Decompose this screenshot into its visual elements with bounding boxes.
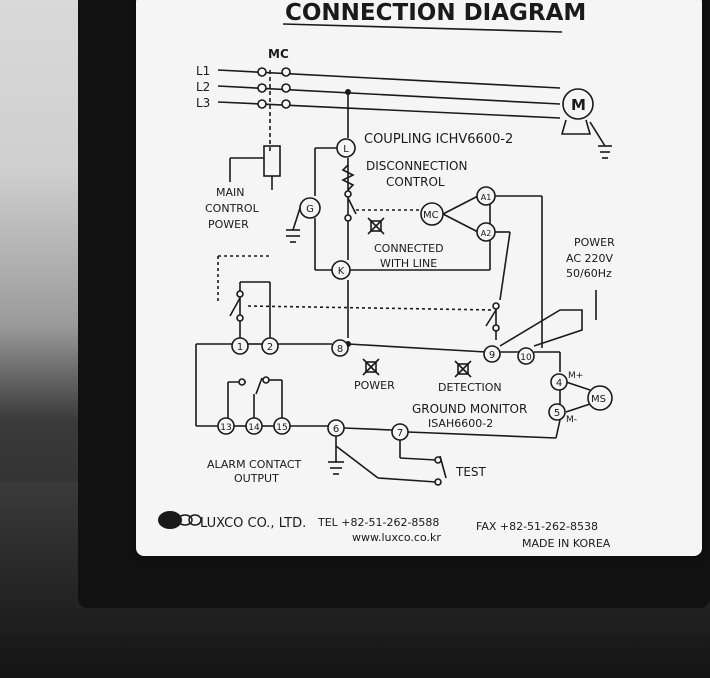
- diagram-label: [136, 0, 702, 556]
- power-supply-label-1: POWER: [574, 236, 615, 249]
- terminal-7: 7: [397, 428, 403, 439]
- power-supply-label-2: AC 220V: [566, 252, 614, 265]
- ms-label: MS: [591, 394, 606, 405]
- alarm-label-2: OUTPUT: [234, 472, 279, 485]
- made-in-label: MADE IN KOREA: [522, 537, 611, 550]
- connected-label-1: CONNECTED: [374, 242, 444, 255]
- coupling-label: COUPLING ICHV6600-2: [364, 132, 513, 147]
- terminal-14: 14: [248, 423, 260, 433]
- terminal-8: 8: [337, 344, 343, 355]
- led-icons: [362, 217, 472, 378]
- ground-monitor-label-2: ISAH6600-2: [428, 417, 493, 430]
- luxco-logo: [158, 511, 202, 529]
- terminal-a2: A2: [481, 229, 492, 238]
- m-plus-label: M+: [568, 371, 583, 381]
- company-name: LUXCO CO., LTD.: [200, 516, 306, 531]
- fax-number: FAX +82-51-262-8538: [476, 520, 598, 533]
- main-power-label-2: CONTROL: [205, 202, 260, 215]
- l3-label: L3: [196, 96, 210, 110]
- terminal-13: 13: [220, 423, 231, 433]
- terminal-10: 10: [520, 353, 532, 363]
- power-supply-label-3: 50/60Hz: [566, 267, 612, 280]
- terminal-15: 15: [276, 423, 287, 433]
- alarm-label-1: ALARM CONTACT: [207, 458, 302, 471]
- terminal-1: 1: [237, 342, 243, 353]
- terminal-k: K: [338, 266, 345, 277]
- terminal-g: G: [306, 204, 314, 215]
- main-power-label-1: MAIN: [216, 186, 245, 199]
- terminal-9: 9: [489, 350, 495, 361]
- website: www.luxco.co.kr: [352, 531, 441, 544]
- led-detection-label: DETECTION: [438, 381, 502, 394]
- terminal-a1: A1: [481, 193, 492, 202]
- mc-coil-label: MC: [423, 210, 439, 221]
- m-minus-label: M-: [566, 415, 577, 425]
- mc-label: MC: [268, 47, 289, 61]
- diagram-title: CONNECTION DIAGRAM: [285, 0, 586, 26]
- test-label: TEST: [455, 465, 487, 479]
- terminal-6: 6: [333, 424, 339, 435]
- led-power-label: POWER: [354, 379, 395, 392]
- terminal-5: 5: [554, 408, 560, 419]
- motor-label: M: [571, 96, 586, 114]
- terminal-2: 2: [267, 342, 273, 353]
- terminal-4: 4: [556, 378, 562, 389]
- l1-label: L1: [196, 64, 210, 78]
- l2-label: L2: [196, 80, 210, 94]
- disconnection-label-1: DISCONNECTION: [366, 159, 467, 173]
- tel-number: TEL +82-51-262-8588: [317, 516, 439, 529]
- ground-monitor-label-1: GROUND MONITOR: [412, 402, 527, 416]
- terminal-l: L: [343, 144, 349, 155]
- main-power-label-3: POWER: [208, 218, 249, 231]
- connected-label-2: WITH LINE: [380, 257, 437, 270]
- disconnection-label-2: CONTROL: [386, 175, 445, 189]
